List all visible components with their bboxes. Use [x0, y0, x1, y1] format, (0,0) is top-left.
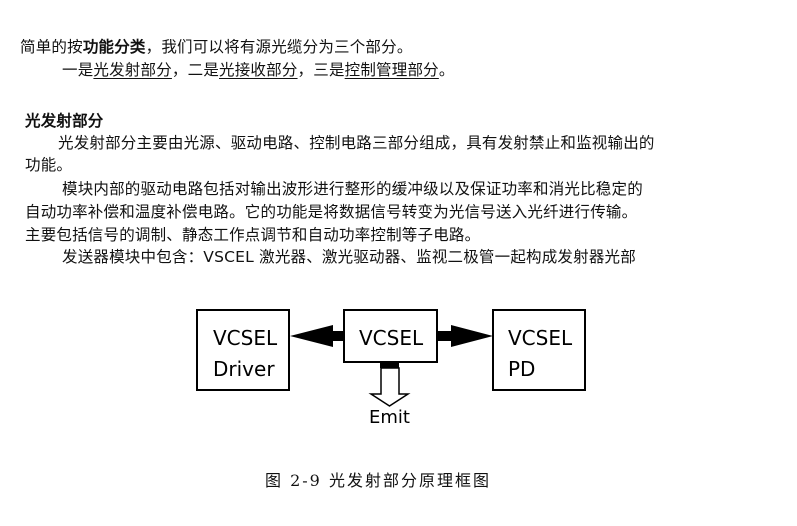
- figure-caption: 图 2-9 光发射部分原理框图: [265, 471, 491, 490]
- vcsel-driver-label-1: VCSEL: [213, 326, 278, 350]
- link-transmitter-part[interactable]: 光发射部分: [93, 61, 172, 79]
- paragraph-2-line-2: 自动功率补偿和温度补偿电路。它的功能是将数据信号转变为光信号送入光纤进行传输。: [25, 203, 638, 221]
- intro-bold-term: 功能分类: [82, 38, 146, 56]
- intro-text: 。: [438, 61, 455, 79]
- vcsel-pd-label-2: PD: [508, 357, 535, 381]
- vcsel-pd-box: [492, 309, 586, 391]
- intro-text: 简单的按: [20, 38, 83, 56]
- emit-label: Emit: [369, 407, 410, 428]
- paragraph-1-line-1: 光发射部分主要由光源、驱动电路、控制电路三部分组成，具有发射禁止和监视输出的: [58, 134, 655, 152]
- intro-text: ，我们可以将有源光缆分为三个部分。: [145, 38, 413, 56]
- emit-arrow-icon: [368, 367, 411, 407]
- link-receiver-part[interactable]: 光接收部分: [219, 61, 298, 79]
- arrow-right-icon: [438, 325, 493, 347]
- paragraph-3-line-1: 发送器模块中包含：VSCEL 激光器、激光驱动器、监视二极管一起构成发射器光部: [62, 248, 636, 266]
- intro-text: 一是: [62, 61, 94, 79]
- link-control-part[interactable]: 控制管理部分: [344, 61, 439, 79]
- vcsel-box: [343, 309, 438, 363]
- paragraph-1-line-2: 功能。: [25, 156, 73, 174]
- paragraph-2-line-1: 模块内部的驱动电路包括对输出波形进行整形的缓冲级以及保证功率和消光比稳定的: [62, 180, 643, 198]
- vcsel-label: VCSEL: [359, 326, 424, 350]
- intro-text: ，二是: [171, 61, 220, 79]
- vcsel-driver-box: [196, 309, 290, 391]
- intro-line-2: 一是光发射部分，二是光接收部分，三是控制管理部分。: [62, 59, 455, 81]
- paragraph-2-line-3: 主要包括信号的调制、静态工作点调节和自动功率控制等子电路。: [25, 226, 481, 244]
- vcsel-pd-label-1: VCSEL: [508, 326, 573, 350]
- intro-text: ，三是: [297, 61, 345, 79]
- vcsel-driver-label-2: Driver: [213, 357, 275, 381]
- intro-line-1: 简单的按功能分类，我们可以将有源光缆分为三个部分。: [20, 36, 413, 58]
- emit-arrow-base: [380, 362, 399, 368]
- section-heading: 光发射部分: [25, 112, 104, 130]
- arrow-left-icon: [290, 325, 343, 347]
